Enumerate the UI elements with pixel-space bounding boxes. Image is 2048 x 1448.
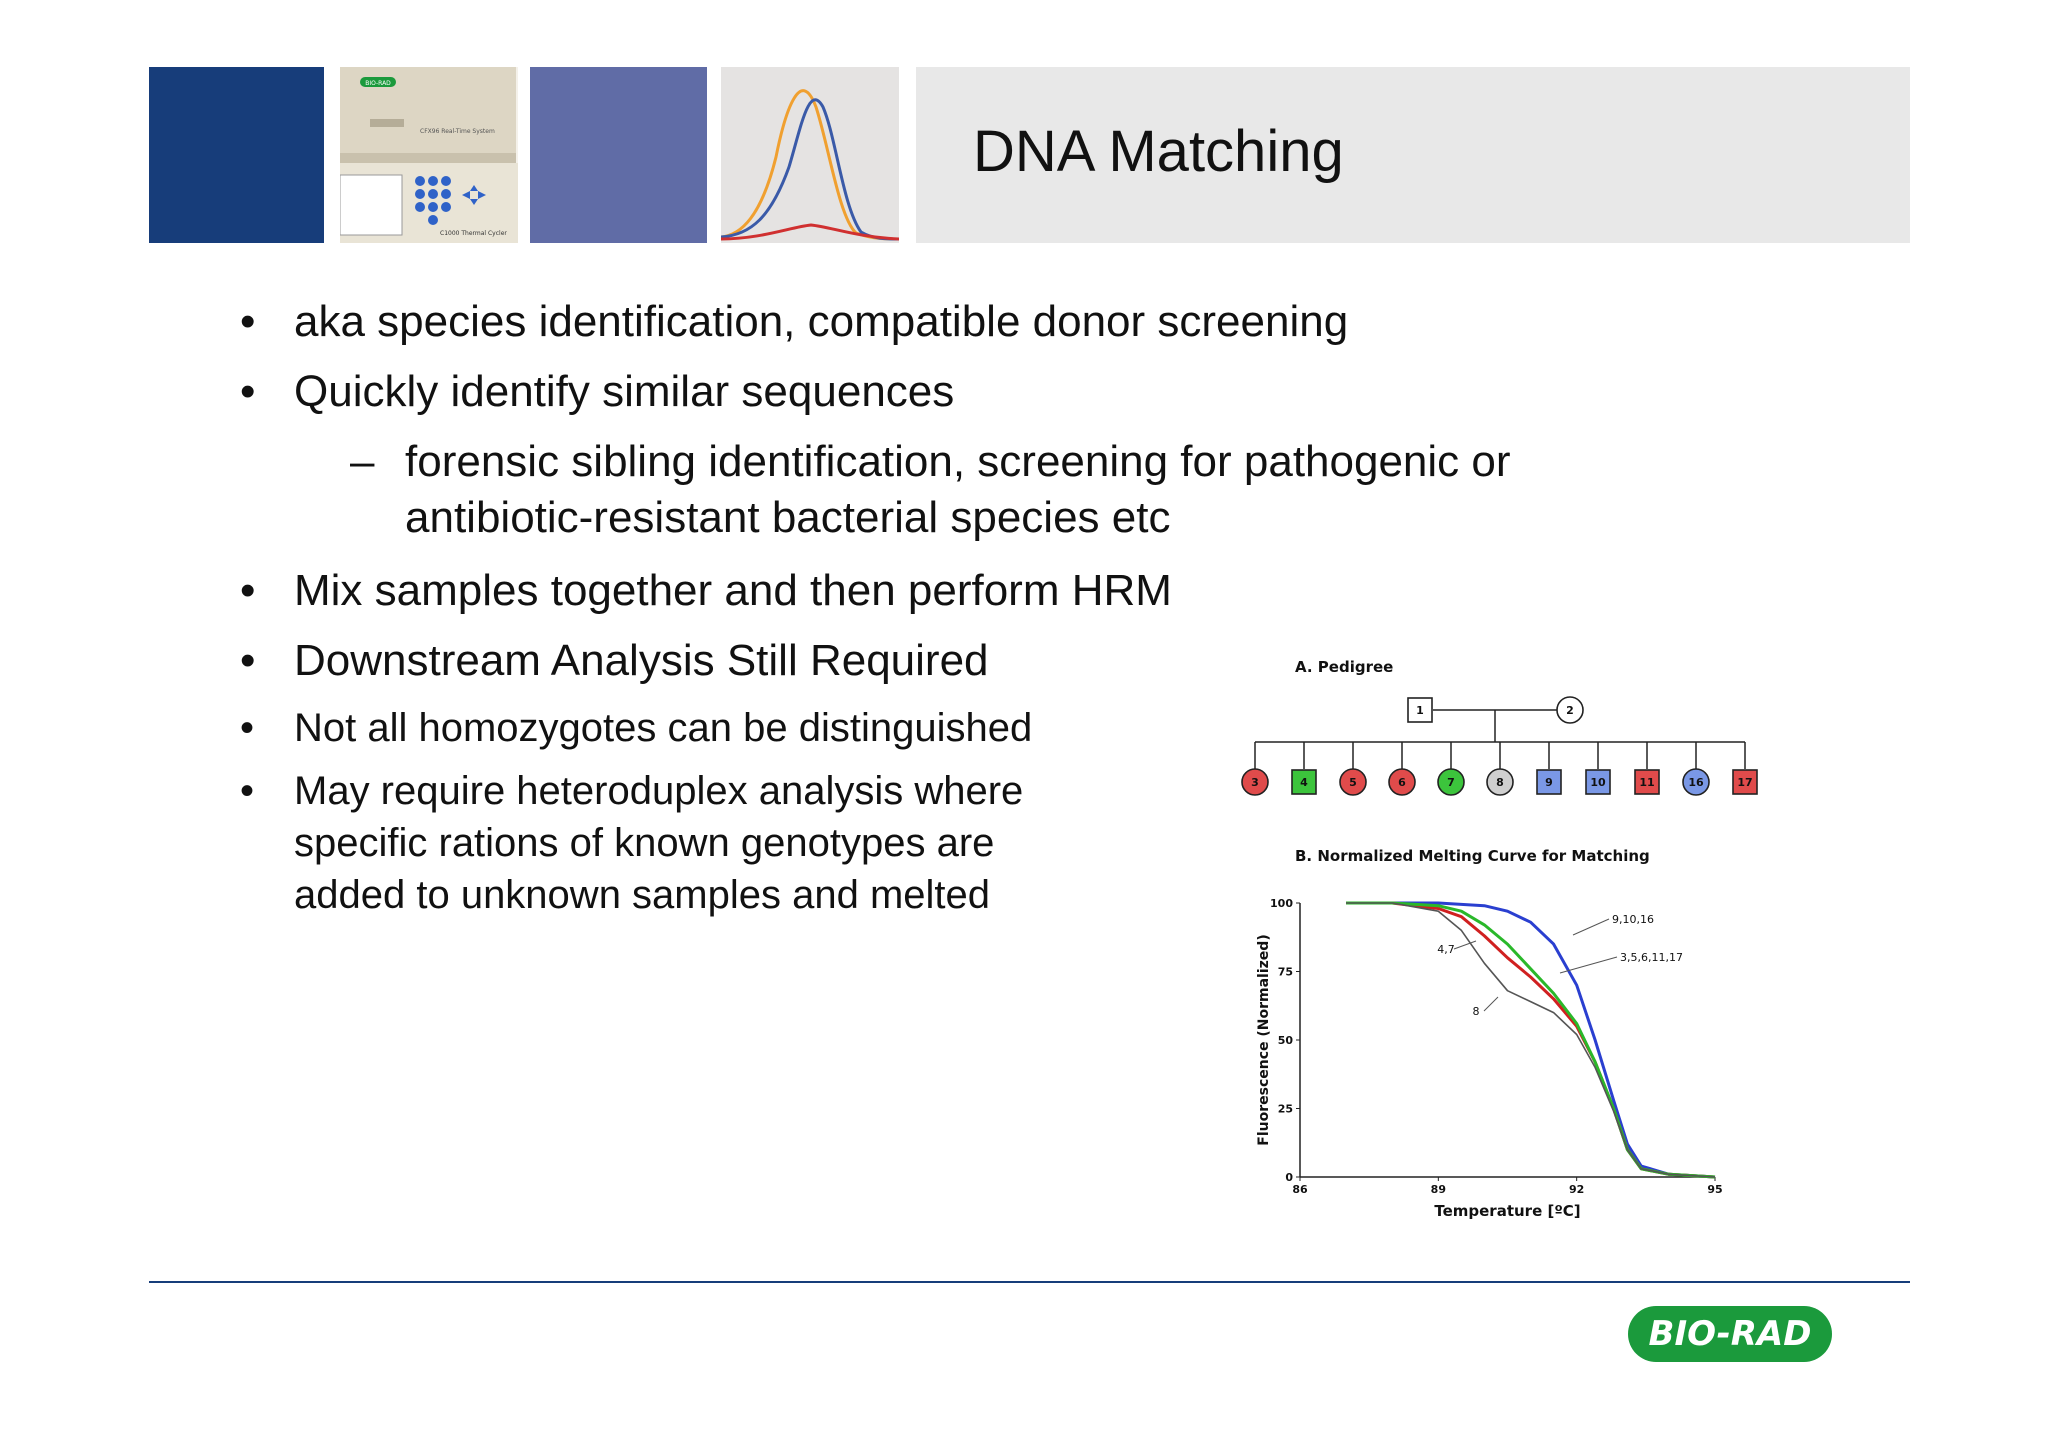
sub-bullet-marker: – bbox=[350, 437, 375, 486]
pedigree-child-circle bbox=[1339, 768, 1367, 796]
pedigree-parent-circle bbox=[1556, 696, 1584, 724]
pedigree-child-label: 6 bbox=[1398, 776, 1406, 789]
pedigree-parent-label: 1 bbox=[1416, 704, 1424, 717]
annotation-leader bbox=[1453, 940, 1477, 950]
bullet-text: Mix samples together and then perform HR… bbox=[294, 566, 1172, 615]
pedigree-child-square bbox=[1291, 769, 1317, 795]
x-axis-label: Temperature [ºC] bbox=[1434, 1202, 1580, 1220]
pedigree-child-label: 11 bbox=[1639, 776, 1654, 789]
bullet-text: Not all homozygotes can be distinguished bbox=[294, 706, 1033, 750]
header-tile-instrument-photo: BIO-RAD CFX96 Real-Time System C1000 The… bbox=[340, 67, 518, 243]
bullet-marker: • bbox=[240, 769, 255, 813]
pedigree-child-label: 4 bbox=[1300, 776, 1308, 789]
x-tick-label: 92 bbox=[1569, 1183, 1584, 1196]
biorad-logo-text: BIO-RAD bbox=[1649, 1314, 1812, 1354]
instrument-logo-badge bbox=[360, 77, 396, 87]
sub-bullet-line: antibiotic-resistant bacterial species e… bbox=[405, 493, 1171, 542]
pedigree-child-label: 16 bbox=[1688, 776, 1704, 789]
pedigree-child-label: 3 bbox=[1251, 776, 1259, 789]
pedigree-child-circle bbox=[1682, 768, 1710, 796]
pedigree-child-label: 17 bbox=[1737, 776, 1752, 789]
bullet-text: Quickly identify similar sequences bbox=[294, 367, 955, 416]
sub-bullet-text: forensic sibling identification, screeni… bbox=[405, 437, 1511, 543]
page-title: DNA Matching bbox=[973, 119, 1344, 184]
bullet-text: aka species identification, compatible d… bbox=[294, 297, 1349, 346]
annotation-label: 9,10,16 bbox=[1612, 913, 1654, 926]
annotation-label: 3,5,6,11,17 bbox=[1620, 951, 1683, 964]
bullet-marker: • bbox=[240, 636, 256, 685]
series-line bbox=[1346, 902, 1716, 1178]
pedigree-parent-square bbox=[1407, 697, 1433, 723]
pedigree-child-square bbox=[1634, 769, 1660, 795]
header-tile-mid-blue bbox=[530, 67, 707, 243]
curve-title: B. Normalized Melting Curve for Matching bbox=[1295, 847, 1650, 865]
pedigree-child-label: 9 bbox=[1545, 776, 1553, 789]
bullet-line: specific rations of known genotypes are bbox=[294, 821, 995, 865]
bullet-line: May require heteroduplex analysis where bbox=[294, 769, 1024, 813]
title-band bbox=[916, 67, 1910, 243]
annotation-label: 4,7 bbox=[1437, 943, 1455, 956]
pedigree-title: A. Pedigree bbox=[1295, 658, 1393, 676]
pedigree-child-label: 7 bbox=[1447, 776, 1455, 789]
y-tick-label: 0 bbox=[1285, 1171, 1293, 1184]
keypad bbox=[415, 176, 486, 225]
pedigree-child-square bbox=[1536, 769, 1562, 795]
pedigree-child-circle bbox=[1437, 768, 1465, 796]
pedigree-child-square bbox=[1585, 769, 1611, 795]
annotation-label: 8 bbox=[1473, 1005, 1480, 1018]
pedigree-child-circle bbox=[1388, 768, 1416, 796]
series-line bbox=[1346, 901, 1716, 1179]
pedigree-child-circle bbox=[1486, 768, 1514, 796]
bullet-marker: • bbox=[240, 367, 256, 416]
pedigree-parent-label: 2 bbox=[1566, 704, 1574, 717]
x-tick-label: 95 bbox=[1707, 1183, 1722, 1196]
series-line bbox=[1346, 901, 1716, 1179]
header-tile-curves bbox=[721, 67, 899, 243]
footer-divider bbox=[149, 1281, 1910, 1283]
bullet-marker: • bbox=[240, 566, 256, 615]
pedigree-child-circle bbox=[1241, 768, 1269, 796]
sub-bullet-line: forensic sibling identification, screeni… bbox=[405, 437, 1511, 486]
bullet-marker: • bbox=[240, 706, 255, 750]
pedigree-child-label: 5 bbox=[1349, 776, 1357, 789]
x-tick-label: 86 bbox=[1292, 1183, 1308, 1196]
series-line bbox=[1346, 901, 1716, 1179]
instrument-model-text: CFX96 Real-Time System bbox=[420, 128, 495, 135]
y-tick-label: 50 bbox=[1278, 1034, 1294, 1047]
instrument-logo-text: BIO-RAD bbox=[365, 80, 391, 87]
y-tick-label: 100 bbox=[1270, 897, 1293, 910]
bullet-marker: • bbox=[240, 297, 256, 346]
biorad-logo: BIO-RAD bbox=[1628, 1306, 1832, 1362]
header-tile-dark-blue bbox=[149, 67, 324, 243]
pedigree-child-square bbox=[1732, 769, 1758, 795]
bullet-text: Downstream Analysis Still Required bbox=[294, 636, 989, 685]
pedigree-diagram: 1 2 3 4 5 6 7 8 9 10 11 16 17 bbox=[1241, 696, 1758, 796]
bullet-line: added to unknown samples and melted bbox=[294, 873, 991, 917]
y-tick-label: 25 bbox=[1278, 1103, 1293, 1116]
y-tick-label: 75 bbox=[1278, 966, 1293, 979]
pedigree-child-label: 10 bbox=[1590, 776, 1606, 789]
x-tick-label: 89 bbox=[1431, 1183, 1446, 1196]
annotation-leader bbox=[1572, 918, 1610, 936]
annotation-leader bbox=[1559, 956, 1618, 974]
instrument-illustration: BIO-RAD CFX96 Real-Time System C1000 The… bbox=[340, 67, 518, 243]
curves-illustration bbox=[721, 89, 899, 241]
y-axis-label: Fluorescence (Normalized) bbox=[1256, 934, 1272, 1145]
bullet-text: May require heteroduplex analysis where … bbox=[294, 769, 1023, 918]
pedigree-child-label: 8 bbox=[1496, 776, 1504, 789]
instrument-base-text: C1000 Thermal Cycler bbox=[440, 230, 507, 237]
annotation-leader bbox=[1483, 996, 1499, 1012]
